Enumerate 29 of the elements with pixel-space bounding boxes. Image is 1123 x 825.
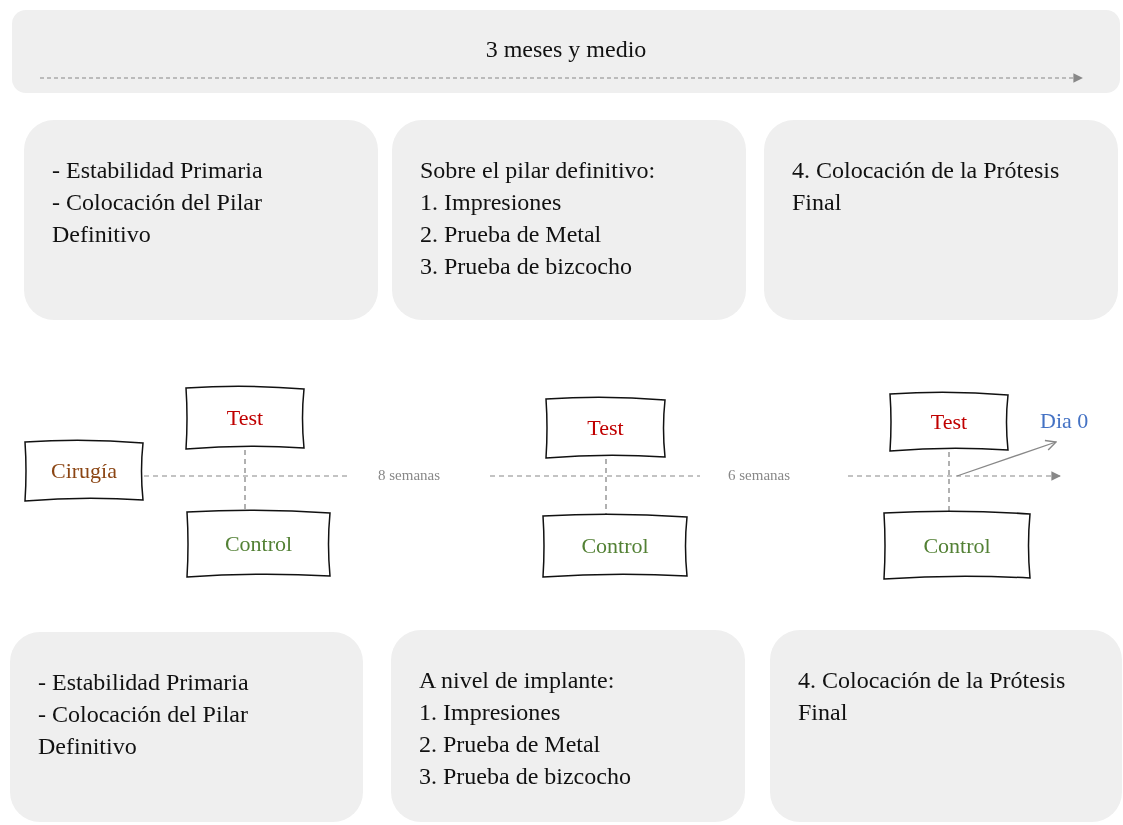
card-text: 2. Prueba de Metal (419, 730, 602, 759)
card-text: - Colocación del Pilar Definitivo (52, 188, 263, 249)
day-label: Dia 0 (1040, 408, 1089, 433)
card-text: 2. Prueba de Metal (420, 220, 603, 249)
card-text: Sobre el pilar definitivo: (420, 156, 657, 185)
duration-label: 6 semanas (728, 467, 791, 484)
card-text: 1. Impresiones (419, 698, 562, 727)
duration-label: 8 semanas (378, 467, 441, 484)
box-label: Control (224, 531, 293, 557)
card-text: 1. Impresiones (420, 188, 563, 217)
connector-line (948, 451, 950, 512)
card-text: - Colocación del Pilar Definitivo (38, 700, 249, 761)
box-label: Test (587, 415, 624, 441)
box-label: Test (930, 409, 968, 435)
card-text: 3. Prueba de bizcocho (419, 762, 632, 791)
arrow (956, 439, 1057, 477)
connector-line (244, 449, 246, 511)
box-label: Control (923, 532, 991, 559)
card-text: - Estabilidad Primaria (38, 668, 250, 697)
box-label: Test (226, 405, 264, 431)
timeline-band (12, 10, 1120, 93)
card-text: 4. Colocación de la Prótesis Final (792, 156, 1061, 217)
card-text: A nivel de implante: (419, 666, 616, 695)
card-text: 4. Colocación de la Prótesis Final (798, 666, 1067, 727)
timeline-label: 3 meses y medio (484, 36, 648, 63)
box-label: Cirugía (51, 458, 117, 484)
card-text: - Estabilidad Primaria (52, 156, 264, 185)
box-label: Control (581, 533, 649, 559)
card-text: 3. Prueba de bizcocho (420, 252, 633, 281)
